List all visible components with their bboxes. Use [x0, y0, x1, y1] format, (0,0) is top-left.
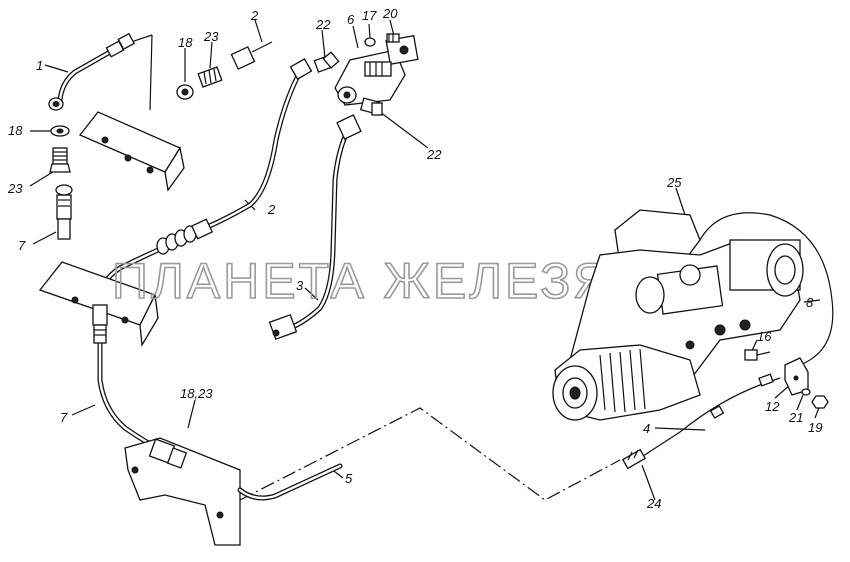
callout-12: 12 [765, 399, 780, 414]
bracket-plate-5 [124, 437, 241, 546]
callout-24: 24 [646, 496, 661, 511]
pipe-1-assembly [48, 32, 135, 111]
washer-18-top [176, 84, 194, 100]
mounting-plate-upper [78, 111, 185, 192]
callout-17: 17 [362, 8, 377, 23]
pipe-nut-2-top [230, 41, 273, 70]
callout-4: 4 [643, 421, 650, 436]
leader-lines [29, 19, 821, 501]
pipe-2-connector [156, 218, 214, 255]
washer-18-left [50, 125, 70, 137]
gearbox-assembly [552, 209, 804, 421]
callout-18-top: 18 [178, 35, 193, 50]
callout-18-left: 18 [8, 123, 23, 138]
fitting-23-left [49, 147, 71, 173]
bolt-16 [744, 349, 771, 361]
pipe-2 [97, 58, 313, 308]
elbow-22-top [313, 51, 340, 73]
nut-19 [811, 395, 829, 409]
hose-end-7-upper [55, 184, 73, 240]
callout-20: 20 [382, 6, 398, 21]
callout-labels: 1 2 2 3 4 5 6 7 7 8 12 16 17 18 18 19 20… [7, 6, 822, 511]
callout-1: 1 [36, 58, 43, 73]
washer-17 [364, 37, 376, 47]
callout-7-upper: 7 [18, 238, 26, 253]
cable-8 [699, 212, 834, 366]
callout-23-left: 23 [7, 181, 23, 196]
callout-3: 3 [296, 278, 304, 293]
callout-5: 5 [345, 471, 353, 486]
callout-21: 21 [788, 410, 803, 425]
callout-18-23: 18,23 [180, 386, 213, 401]
callout-8: 8 [806, 295, 814, 310]
rod-5 [237, 463, 343, 501]
hose-7 [92, 304, 168, 455]
callout-22-top: 22 [315, 17, 331, 32]
callout-2-top: 2 [250, 8, 259, 23]
callout-19: 19 [808, 420, 822, 435]
cable-end-24 [621, 448, 647, 470]
callout-23-top: 23 [203, 29, 219, 44]
valve-6 [334, 34, 419, 106]
callout-22-lower: 22 [426, 147, 442, 162]
pipe-3 [268, 114, 362, 341]
washer-21 [801, 388, 811, 396]
watermark: ПЛАНЕТА ЖЕЛЕЗЯКА [112, 253, 680, 309]
callout-16: 16 [757, 329, 772, 344]
fitting-23-top [197, 66, 223, 88]
callout-2-middle: 2 [267, 202, 276, 217]
cable-4 [639, 373, 781, 459]
callout-25: 25 [666, 175, 682, 190]
elbow-22-lower [359, 97, 383, 116]
screw-20 [386, 33, 400, 43]
cable-clamp-12 [784, 357, 809, 396]
callout-7-lower: 7 [60, 410, 68, 425]
callout-6: 6 [347, 12, 355, 27]
